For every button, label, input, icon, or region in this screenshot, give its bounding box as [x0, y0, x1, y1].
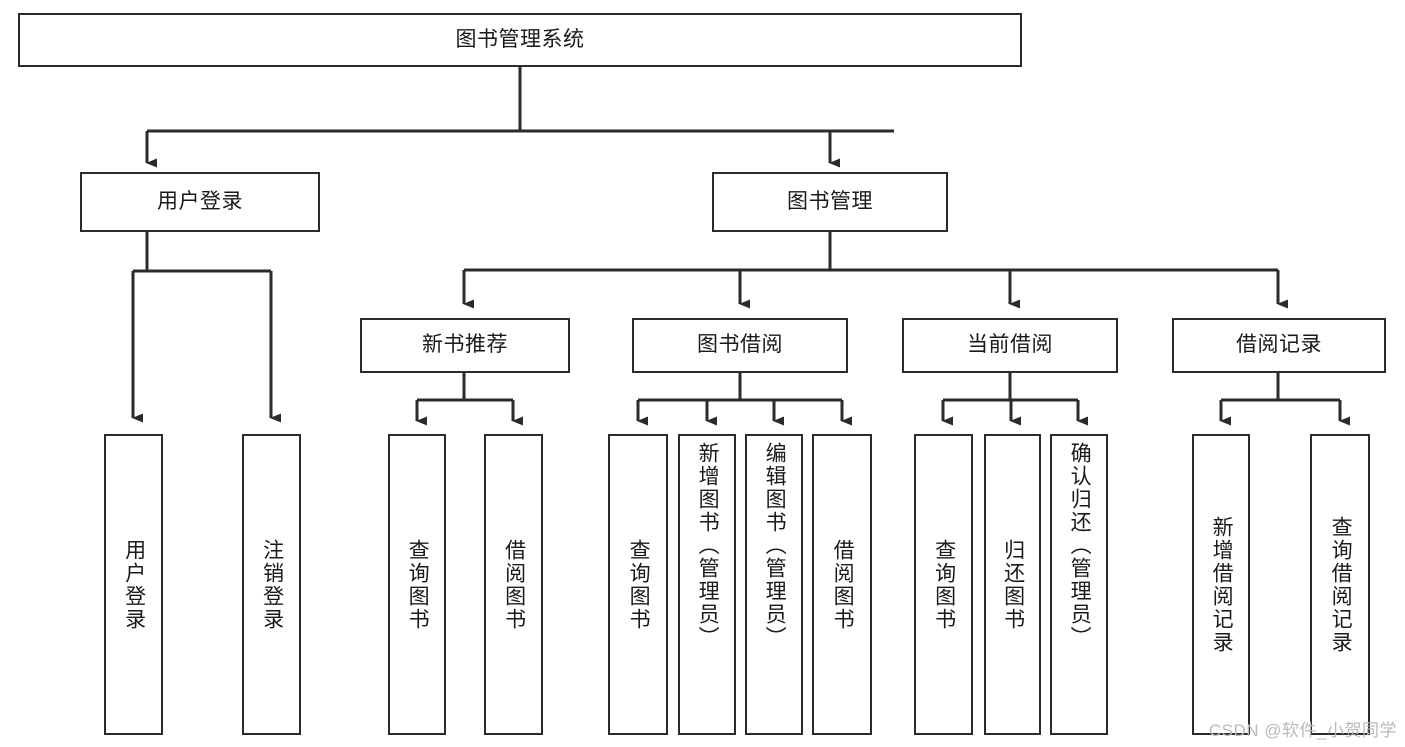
node-current-borrow-label: 当前借阅 — [967, 333, 1053, 357]
node-leaf-query-book-2[interactable]: 查询图书 — [608, 434, 668, 735]
node-leaf-query-book-2-label: 查询图书 — [627, 538, 651, 631]
node-new-book-rec[interactable]: 新书推荐 — [360, 318, 570, 373]
node-current-borrow[interactable]: 当前借阅 — [902, 318, 1118, 373]
node-root[interactable]: 图书管理系统 — [18, 13, 1022, 67]
node-leaf-return-book-label: 归还图书 — [1001, 538, 1025, 631]
node-borrow-record[interactable]: 借阅记录 — [1172, 318, 1386, 373]
node-leaf-borrow-book-2-label: 借阅图书 — [831, 538, 855, 631]
node-root-label: 图书管理系统 — [455, 27, 585, 51]
node-leaf-query-record-label: 查询借阅记录 — [1329, 515, 1353, 654]
node-book-manage[interactable]: 图书管理 — [712, 172, 948, 232]
node-leaf-logout-login-label: 注销登录 — [260, 538, 284, 631]
node-leaf-add-record[interactable]: 新增借阅记录 — [1192, 434, 1250, 735]
node-borrow-record-label: 借阅记录 — [1236, 333, 1322, 357]
node-leaf-borrow-book-2[interactable]: 借阅图书 — [812, 434, 872, 735]
node-leaf-borrow-book-1[interactable]: 借阅图书 — [484, 434, 543, 735]
node-leaf-add-book[interactable]: 新增图书（管理员） — [678, 434, 736, 735]
node-leaf-add-record-label: 新增借阅记录 — [1210, 515, 1234, 654]
node-leaf-borrow-book-1-label: 借阅图书 — [502, 538, 526, 631]
node-leaf-confirm-return[interactable]: 确认归还（管理员） — [1050, 434, 1108, 735]
node-leaf-query-book-3-label: 查询图书 — [932, 538, 956, 631]
node-leaf-query-book-1-label: 查询图书 — [406, 538, 430, 631]
node-leaf-logout-login[interactable]: 注销登录 — [242, 434, 301, 735]
node-leaf-query-book-1[interactable]: 查询图书 — [388, 434, 446, 735]
node-leaf-confirm-return-label: 确认归还（管理员） — [1068, 442, 1092, 649]
node-leaf-query-record[interactable]: 查询借阅记录 — [1310, 434, 1370, 735]
node-book-borrow-label: 图书借阅 — [697, 333, 783, 357]
node-leaf-return-book[interactable]: 归还图书 — [984, 434, 1041, 735]
node-leaf-add-book-label: 新增图书（管理员） — [696, 442, 720, 649]
node-user-login-label: 用户登录 — [157, 189, 243, 213]
node-book-borrow[interactable]: 图书借阅 — [632, 318, 848, 373]
node-leaf-query-book-3[interactable]: 查询图书 — [914, 434, 973, 735]
node-book-manage-label: 图书管理 — [787, 189, 873, 213]
watermark-text: CSDN @软件_小贺同学 — [1208, 721, 1397, 740]
node-leaf-edit-book[interactable]: 编辑图书（管理员） — [745, 434, 803, 735]
node-leaf-edit-book-label: 编辑图书（管理员） — [763, 442, 787, 649]
node-new-book-rec-label: 新书推荐 — [422, 333, 508, 357]
node-user-login[interactable]: 用户登录 — [80, 172, 320, 232]
node-leaf-user-login[interactable]: 用户登录 — [104, 434, 163, 735]
node-leaf-user-login-label: 用户登录 — [122, 538, 146, 631]
